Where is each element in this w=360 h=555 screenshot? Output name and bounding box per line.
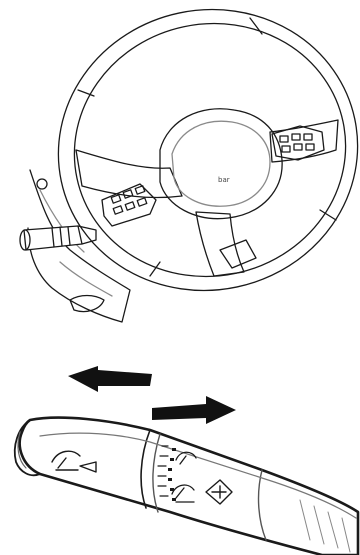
steering-wheel-illustration: bar	[20, 0, 360, 322]
segment-line	[259, 470, 266, 540]
rim-segment-line	[250, 18, 262, 34]
column-detail	[60, 262, 112, 296]
wheel-hub	[160, 109, 282, 219]
segment-line	[153, 434, 160, 512]
wiper-icon	[52, 451, 96, 472]
rear-washer-icon	[206, 480, 232, 504]
left-button-pad	[102, 184, 156, 226]
wheel-hub-inner	[172, 121, 270, 206]
direction-arrows	[68, 366, 236, 424]
rotary-ring-marks	[158, 446, 168, 496]
wiper-stalk-small	[20, 226, 96, 250]
ignition	[37, 179, 47, 189]
wheel-badge: bar	[218, 176, 230, 184]
wheel-rim-outer	[32, 0, 360, 318]
push-arrow	[68, 366, 152, 392]
stalk-shading	[300, 500, 350, 552]
wiper-stalk-enlarged	[15, 418, 358, 555]
pull-arrow	[152, 396, 236, 424]
wheel-rim-inner	[51, 0, 360, 302]
